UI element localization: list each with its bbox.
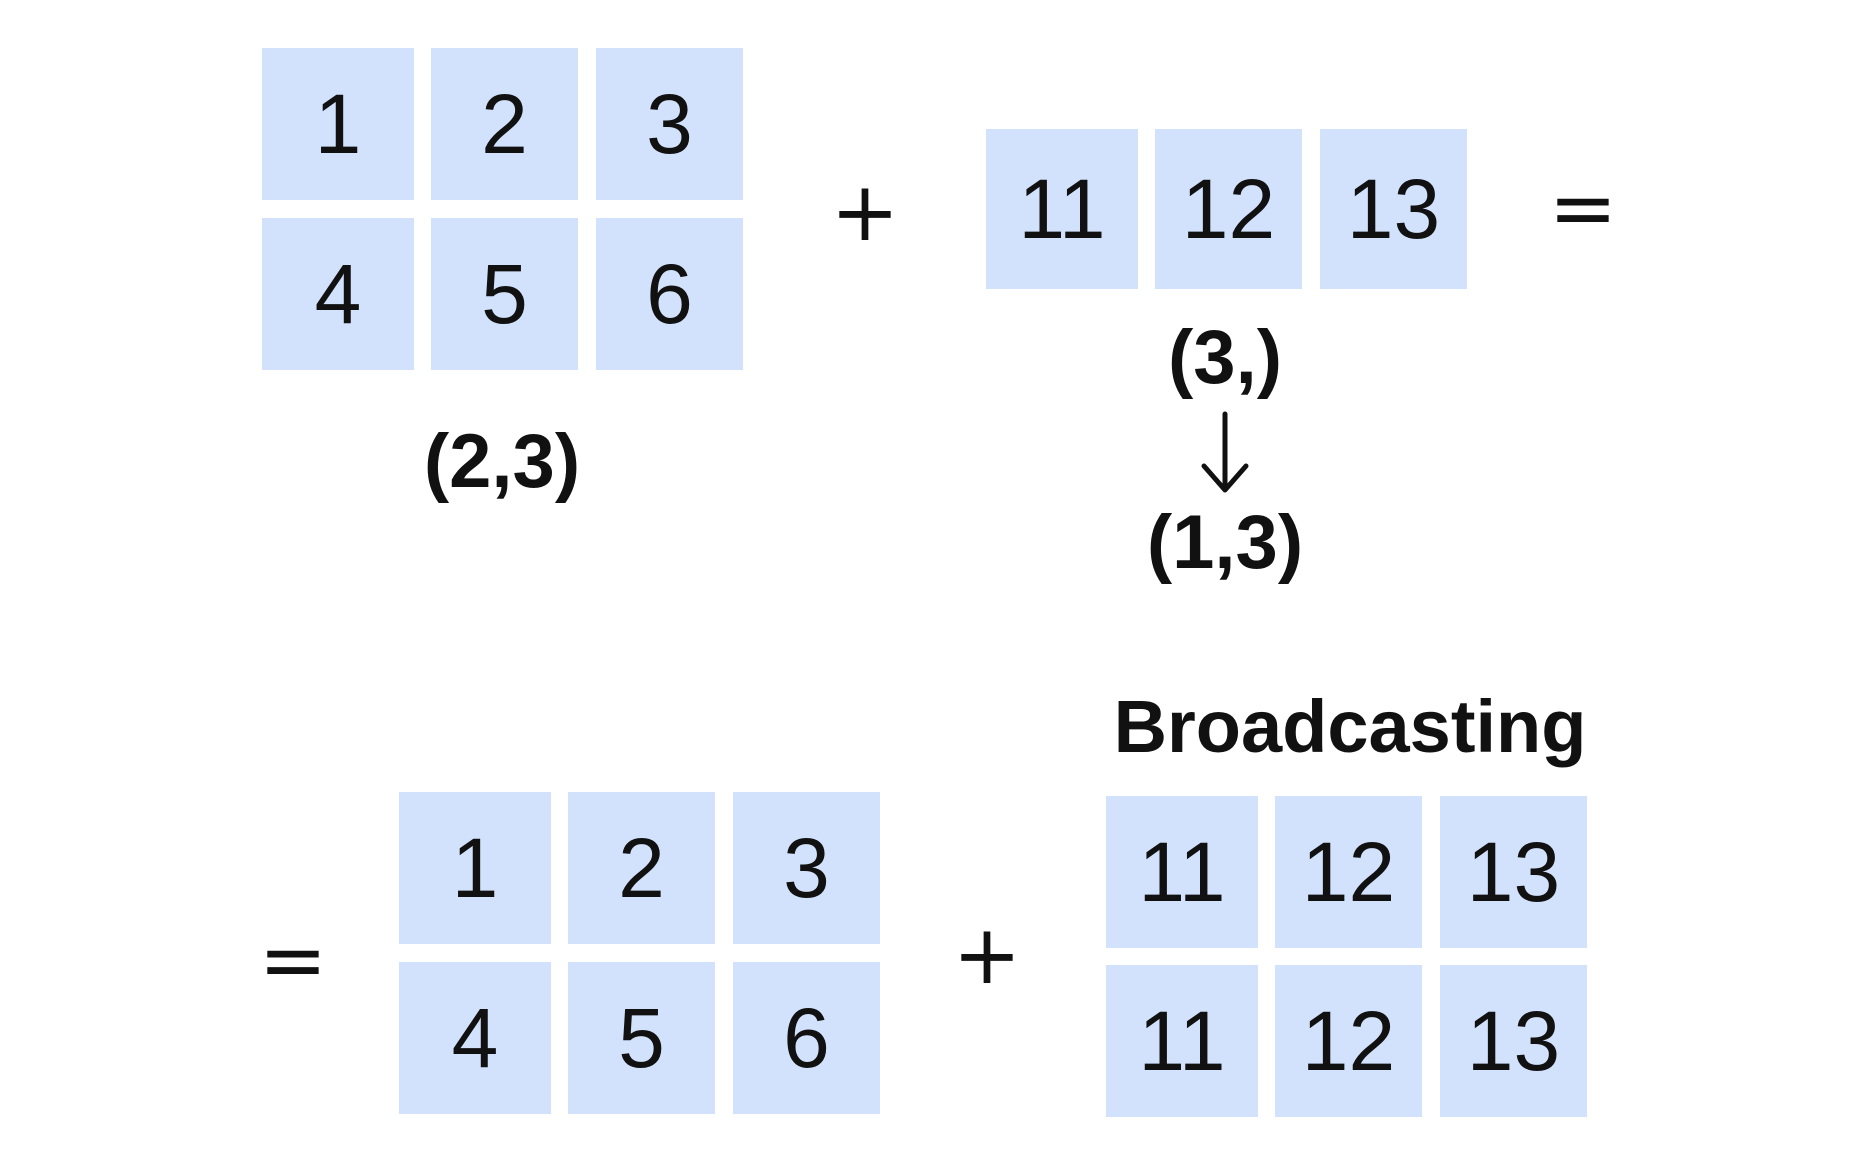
vector-b-cell: 11 xyxy=(986,129,1138,289)
vector-b-cell: 12 xyxy=(1155,129,1302,289)
matrix-a-cell: 4 xyxy=(262,218,414,370)
result-matrix-a-cell: 6 xyxy=(733,962,880,1114)
matrix-a-cell: 2 xyxy=(431,48,578,200)
equals-operator: = xyxy=(1548,161,1618,256)
result-matrix-a-cell: 5 xyxy=(568,962,715,1114)
broadcast-cell: 12 xyxy=(1275,796,1422,948)
matrix-a-cell: 3 xyxy=(596,48,743,200)
broadcast-cell: 13 xyxy=(1440,965,1587,1117)
broadcast-cell: 13 xyxy=(1440,796,1587,948)
result-equals-operator: = xyxy=(258,913,328,1008)
result-matrix-a-cell: 1 xyxy=(399,792,551,944)
vector-b-reshaped-label: (1,3) xyxy=(1146,500,1304,585)
broadcast-cell: 11 xyxy=(1106,965,1258,1117)
result-matrix-a-cell: 2 xyxy=(568,792,715,944)
matrix-a-shape-label: (2,3) xyxy=(423,419,581,504)
matrix-a-cell: 5 xyxy=(431,218,578,370)
broadcast-cell: 12 xyxy=(1275,965,1422,1117)
result-matrix-a-cell: 3 xyxy=(733,792,880,944)
broadcasting-heading: Broadcasting xyxy=(1113,685,1587,768)
matrix-a-cell: 1 xyxy=(262,48,414,200)
result-plus-operator: + xyxy=(952,908,1022,1003)
plus-operator: + xyxy=(830,165,900,260)
broadcast-cell: 11 xyxy=(1106,796,1258,948)
down-arrow-icon xyxy=(1201,411,1249,493)
vector-b-shape-label: (3,) xyxy=(1168,315,1282,400)
vector-b-cell: 13 xyxy=(1320,129,1467,289)
matrix-a-cell: 6 xyxy=(596,218,743,370)
result-matrix-a-cell: 4 xyxy=(399,962,551,1114)
